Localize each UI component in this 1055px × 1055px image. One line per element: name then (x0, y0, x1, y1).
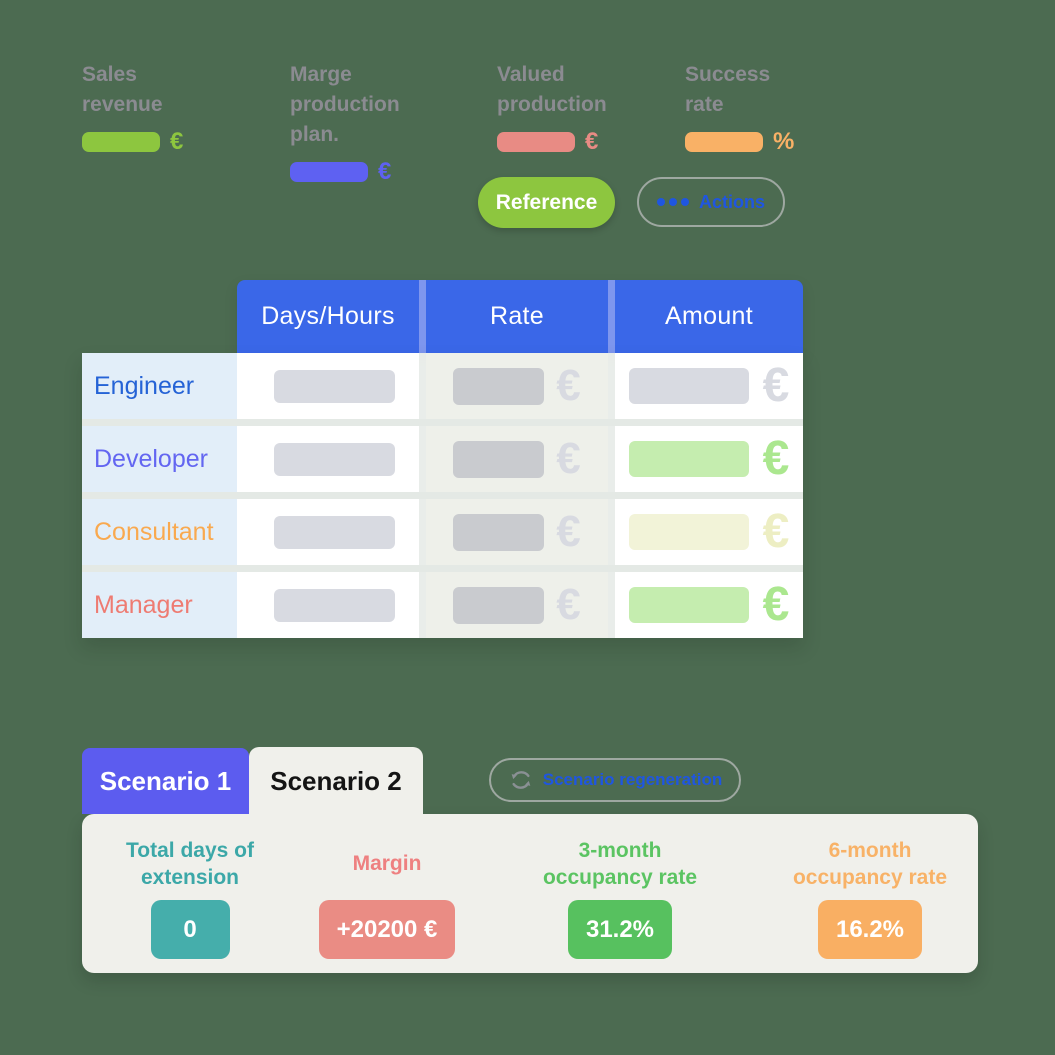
column-separator (608, 572, 615, 638)
table-row-engineer: Engineer € € (82, 353, 803, 419)
stat-total-days-of-extension: Total days of extension 0 (95, 828, 285, 959)
legend-item-valued-production: Valued production € (497, 60, 627, 156)
column-separator (608, 499, 615, 565)
table-row-developer: Developer € € (82, 426, 803, 492)
actions-dots-icon (656, 198, 689, 206)
column-separator (419, 499, 426, 565)
legend-label: Marge production plan. (290, 63, 400, 146)
stat-label: 6-month occupancy rate (792, 838, 948, 889)
column-header-days-hours: Days/Hours (237, 280, 419, 353)
rate-cell: € (426, 572, 608, 638)
legend-swatch (497, 132, 575, 152)
column-separator (419, 353, 426, 419)
actions-button[interactable]: Actions (637, 177, 785, 227)
table-row-manager: Manager € € (82, 572, 803, 638)
row-gap (82, 492, 803, 499)
tab-scenario-2[interactable]: Scenario 2 (249, 747, 423, 815)
amount-value-placeholder (628, 514, 749, 550)
column-separator (419, 426, 426, 492)
scenario-regeneration-button[interactable]: Scenario regeneration (489, 758, 741, 802)
reference-button[interactable]: Reference (478, 177, 615, 228)
refresh-icon (511, 771, 531, 789)
amount-value-placeholder (628, 587, 749, 623)
euro-symbol: € (585, 128, 599, 155)
euro-symbol: € (556, 434, 581, 483)
days-cell (237, 426, 419, 492)
euro-symbol: € (762, 578, 790, 631)
euro-symbol: € (762, 432, 790, 485)
row-label: Consultant (82, 499, 237, 565)
amount-cell: € (615, 426, 803, 492)
days-cell (237, 353, 419, 419)
stat-margin: Margin +20200 € (292, 828, 482, 959)
amount-value-placeholder (628, 441, 749, 477)
amount-value-placeholder (628, 368, 749, 404)
amount-cell: € (615, 499, 803, 565)
days-value-placeholder (274, 369, 395, 403)
legend-label: Valued production (497, 63, 607, 116)
days-value-placeholder (274, 442, 395, 476)
stat-label: Total days of extension (126, 838, 254, 889)
euro-symbol: € (762, 359, 790, 412)
pricing-table: Engineer € € Developer € € (82, 353, 803, 638)
tab-scenario-1[interactable]: Scenario 1 (82, 748, 249, 814)
header-separator (419, 280, 426, 353)
stat-label: 3-month occupancy rate (542, 838, 698, 889)
legend-label: Sales revenue (82, 63, 163, 116)
days-cell (237, 572, 419, 638)
days-cell (237, 499, 419, 565)
stat-value-badge: 31.2% (567, 900, 673, 959)
table-header: Days/Hours Rate Amount (237, 280, 803, 353)
stat-6-month-occupancy-rate: 6-month occupancy rate 16.2% (775, 828, 965, 959)
days-value-placeholder (274, 588, 395, 622)
days-value-placeholder (274, 515, 395, 549)
euro-symbol: € (762, 505, 790, 558)
legend-item-marge-production: Marge production plan. € (290, 60, 420, 186)
rate-value-placeholder (453, 367, 545, 405)
table-row-consultant: Consultant € € (82, 499, 803, 565)
rate-cell: € (426, 426, 608, 492)
rate-cell: € (426, 353, 608, 419)
euro-symbol: € (556, 361, 581, 410)
column-separator (608, 353, 615, 419)
row-gap (82, 565, 803, 572)
stat-3-month-occupancy-rate: 3-month occupancy rate 31.2% (525, 828, 715, 959)
percent-symbol: % (773, 128, 795, 155)
scenario-regeneration-label: Scenario regeneration (542, 770, 723, 789)
row-gap (82, 419, 803, 426)
stat-value-badge: 16.2% (817, 900, 923, 959)
stat-value-badge: +20200 € (318, 900, 456, 959)
rate-value-placeholder (453, 586, 545, 624)
legend-label: Success rate (685, 63, 771, 116)
legend-item-sales-revenue: Sales revenue € (82, 60, 212, 156)
amount-cell: € (615, 572, 803, 638)
header-separator (608, 280, 615, 353)
legend-swatch (685, 132, 763, 152)
row-label: Developer (82, 426, 237, 492)
column-separator (419, 572, 426, 638)
rate-value-placeholder (453, 513, 545, 551)
row-label: Manager (82, 572, 237, 638)
rate-value-placeholder (453, 440, 545, 478)
stat-value-badge: 0 (150, 900, 230, 959)
euro-symbol: € (378, 158, 392, 185)
amount-cell: € (615, 353, 803, 419)
stat-label: Margin (352, 852, 422, 876)
column-header-rate: Rate (426, 280, 608, 353)
legend-swatch (82, 132, 160, 152)
column-header-amount: Amount (615, 280, 803, 353)
column-separator (608, 426, 615, 492)
euro-symbol: € (556, 580, 581, 629)
row-label: Engineer (82, 353, 237, 419)
euro-symbol: € (170, 128, 184, 155)
legend-item-success-rate: Success rate % (685, 60, 815, 156)
rate-cell: € (426, 499, 608, 565)
euro-symbol: € (556, 507, 581, 556)
scenario-stats-panel: Total days of extension 0 Margin +20200 … (82, 814, 978, 973)
actions-button-label: Actions (698, 191, 765, 212)
legend-swatch (290, 162, 368, 182)
